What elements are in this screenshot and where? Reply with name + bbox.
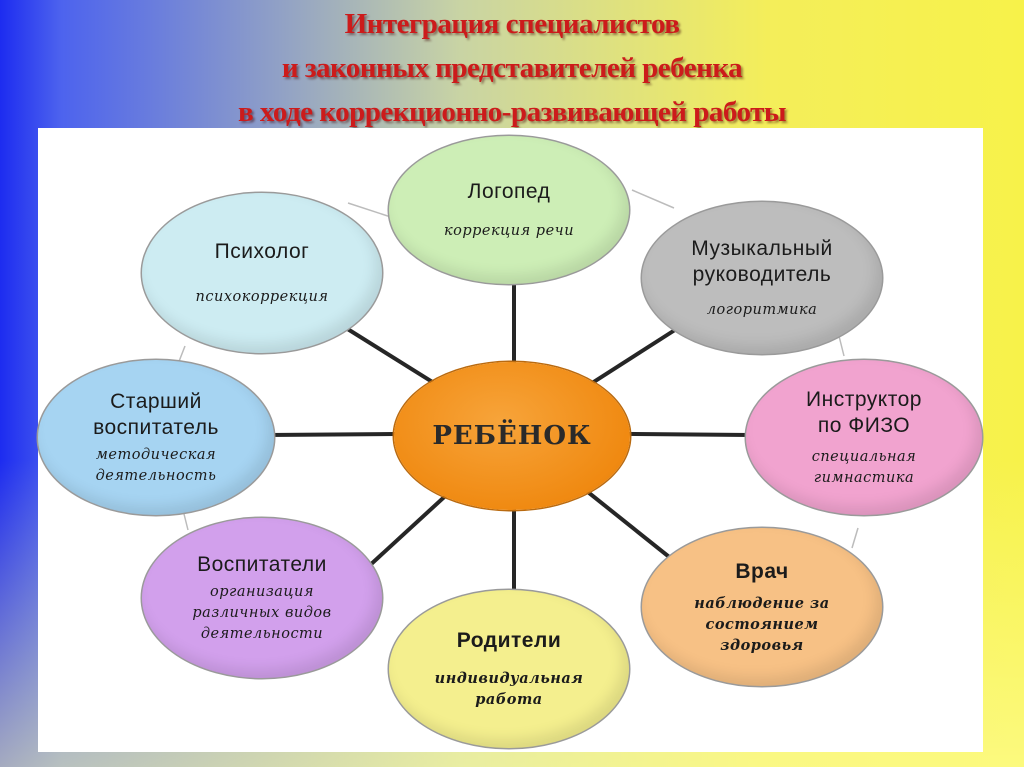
node-fizo-desc-line1: специальная	[811, 448, 917, 465]
node-logoped-title: Логопед	[467, 179, 551, 203]
node-vospitateli-desc-line3: деятельности	[200, 625, 324, 642]
slide-title: Интеграция специалистов и законных предс…	[0, 2, 1024, 134]
node-muz-desc: логоритмика	[706, 301, 818, 318]
node-psiholog-desc: психокоррекция	[195, 288, 329, 305]
diagram-canvas: Логопед коррекция речи Психолог психокор…	[38, 128, 983, 752]
node-roditeli-title: Родители	[456, 629, 562, 652]
node-vrach-desc-line3: здоровья	[720, 636, 804, 654]
title-line-2: и законных представителей ребенка	[281, 52, 743, 84]
node-vospitateli: Воспитатели организация различных видов …	[142, 518, 382, 678]
title-line-1: Интеграция специалистов	[344, 8, 680, 40]
node-starshiy: Старший воспитатель методическая деятель…	[38, 360, 274, 515]
node-vrach-title: Врач	[735, 559, 789, 583]
node-psiholog-title: Психолог	[214, 239, 310, 263]
node-vospitateli-title: Воспитатели	[197, 552, 327, 576]
node-fizo-title-line1: Инструктор	[806, 387, 922, 411]
title-line-3: в ходе коррекционно-развивающей работы	[238, 96, 786, 128]
node-starshiy-desc-line2: деятельность	[95, 467, 217, 484]
node-fizo: Инструктор по ФИЗО специальная гимнастик…	[746, 360, 982, 515]
ring-link-2	[631, 189, 675, 209]
node-roditeli-desc-line2: работа	[475, 691, 543, 708]
node-vrach: Врач наблюдение за состоянием здоровья	[642, 528, 882, 686]
center-label: РЕБЁНОК	[432, 421, 592, 451]
node-muz-title-line2: руководитель	[692, 262, 832, 286]
node-muz: Музыкальный руководитель логоритмика	[642, 202, 882, 354]
center-node-rebenok: РЕБЁНОК	[394, 362, 630, 510]
node-logoped: Логопед коррекция речи	[389, 136, 629, 284]
node-psiholog: Психолог психокоррекция	[142, 193, 382, 353]
ring-link-6	[851, 527, 859, 549]
ring-link-5	[182, 509, 189, 531]
node-roditeli: Родители индивидуальная работа	[389, 590, 629, 748]
node-starshiy-desc-line1: методическая	[95, 446, 217, 463]
node-vospitateli-desc-line2: различных видов	[192, 604, 332, 621]
node-vrach-desc-line2: состоянием	[705, 615, 819, 633]
node-vrach-desc-line1: наблюдение за	[694, 594, 830, 612]
node-muz-title-line1: Музыкальный	[691, 236, 833, 260]
node-logoped-desc: коррекция речи	[443, 222, 575, 239]
node-vospitateli-desc-line1: организация	[210, 583, 314, 600]
node-fizo-title-line2: по ФИЗО	[817, 413, 911, 437]
node-starshiy-title-line2: воспитатель	[93, 415, 219, 439]
node-starshiy-title-line1: Старший	[110, 389, 202, 413]
node-fizo-desc-line2: гимнастика	[813, 469, 915, 486]
node-roditeli-desc-line1: индивидуальная	[434, 670, 584, 687]
